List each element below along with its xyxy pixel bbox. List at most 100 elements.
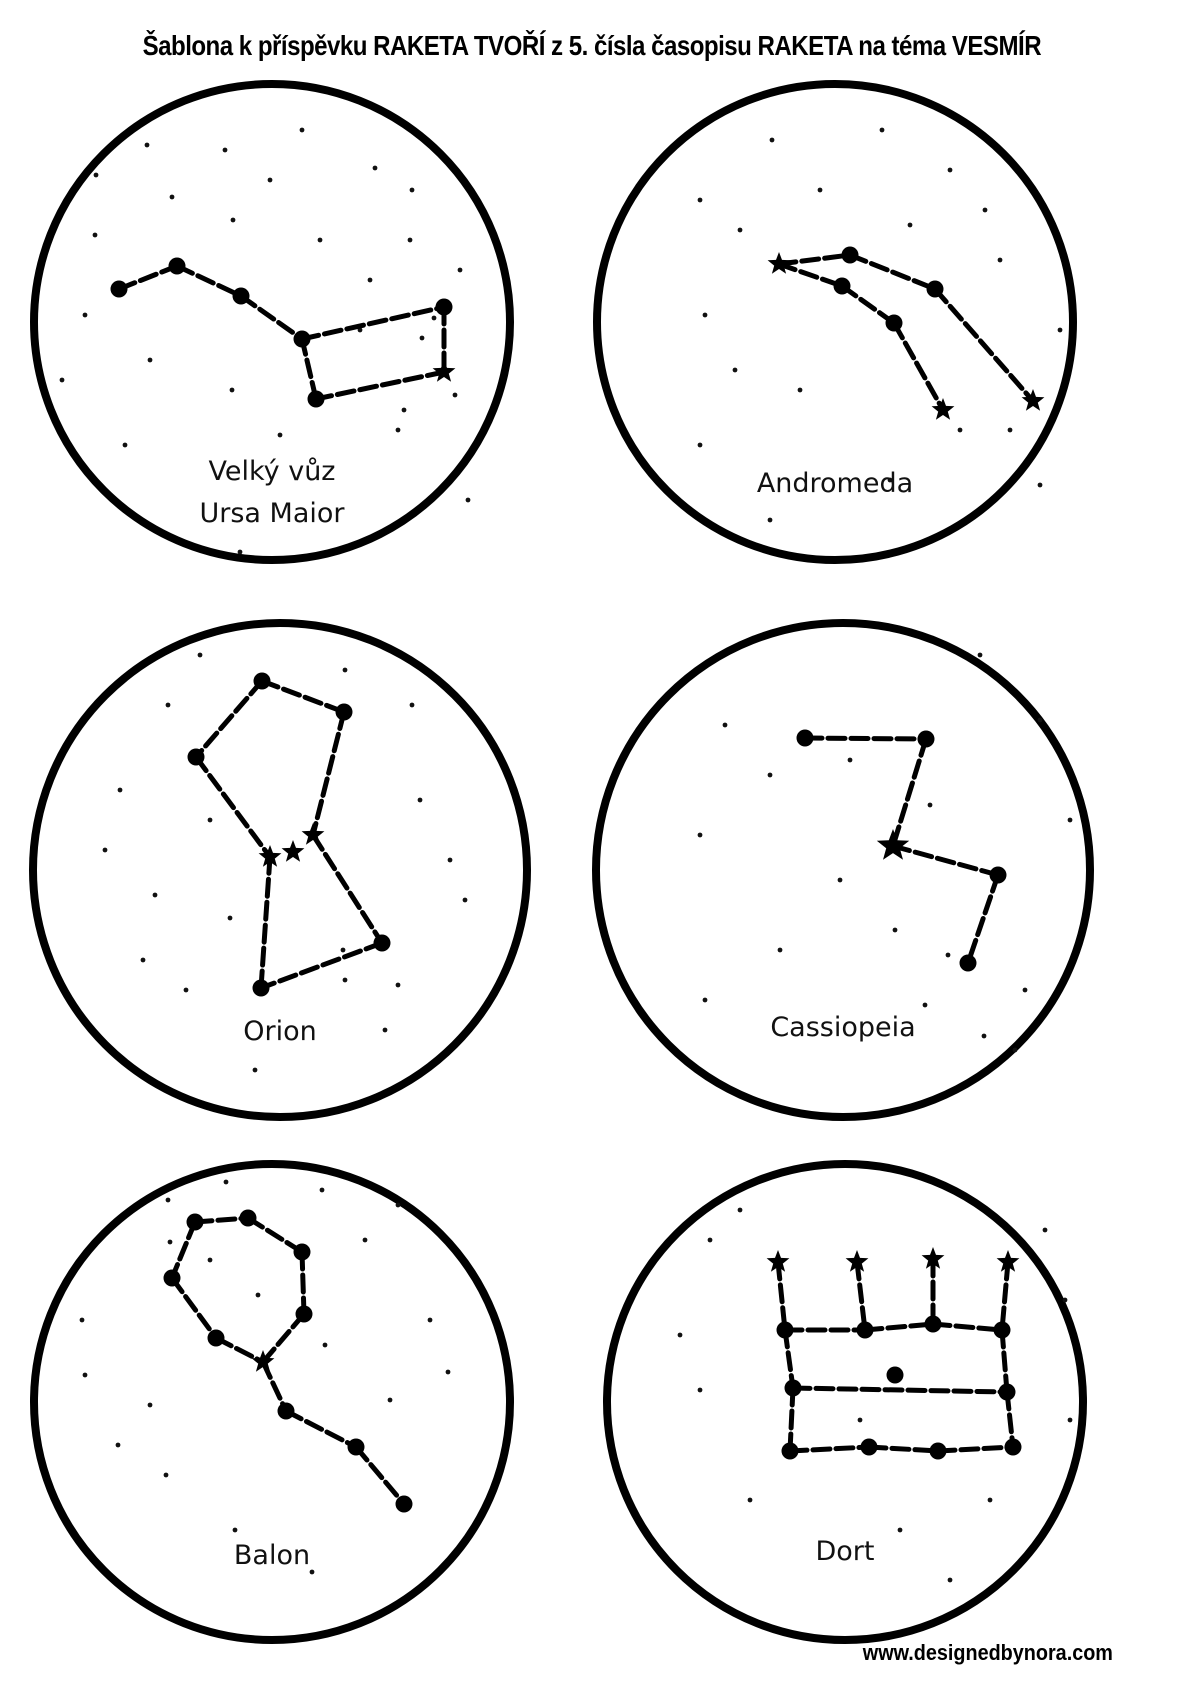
background-star-dot [722,722,728,728]
star-point [959,954,977,972]
background-star-dot [887,477,893,483]
background-star-dot [447,857,453,863]
constellation-line [299,304,447,342]
constellation-line [258,940,385,991]
star-icon [996,1250,1020,1272]
constellation-line [213,1335,266,1365]
constellation-line [259,678,347,715]
background-star-dot [169,194,175,200]
background-star-dot [237,549,243,555]
star-point [207,1329,225,1347]
background-star-dot [697,197,703,203]
constellation-line [1004,1389,1016,1450]
constellation-andromeda: Andromeda [593,80,1077,564]
constellation-line [169,1219,198,1281]
star-point [435,298,453,316]
background-star-dot [147,1402,153,1408]
background-star-dot [707,1237,713,1243]
background-star-dot [317,237,323,243]
background-star-dot [409,702,415,708]
constellation-line [802,735,929,742]
star-icon [845,1250,869,1272]
background-star-dot [401,407,407,413]
background-star-dot [229,387,235,393]
background-star-dot [857,1417,863,1423]
constellation-circle [592,619,1094,1121]
constellation-line [310,709,347,838]
constellation-line [169,1275,219,1341]
constellation-circle [29,619,531,1121]
star-point [232,287,250,305]
background-star-dot [163,1472,169,1478]
background-star-dot [732,367,738,373]
constellation-line [245,1215,305,1255]
star-point [347,1438,365,1456]
background-star-dot [252,1067,258,1073]
constellation-line [116,263,180,292]
footer-url: www.designedbynora.com [862,1640,1113,1665]
constellation-line [313,369,447,402]
background-star-dot [747,1497,753,1503]
constellation-line [174,263,244,299]
background-star-dot [232,1527,238,1533]
background-star-dot [230,217,236,223]
star-point [841,246,859,264]
background-star-dot [255,1292,261,1298]
background-star-dot [197,652,203,658]
star-point [796,729,814,747]
star-point [293,1243,311,1261]
constellation-line [260,1311,307,1365]
background-star-dot [417,797,423,803]
background-star-dot [945,952,951,958]
constellation-line [930,1321,1005,1333]
background-star-dot [431,315,437,321]
background-star-dot [922,1002,928,1008]
constellation-line [782,1327,796,1391]
star-point [373,934,391,952]
background-star-dot [892,927,898,933]
background-star-dot [82,312,88,318]
background-star-dot [1022,987,1028,993]
background-star-dot [777,947,783,953]
background-star-dot [847,757,853,763]
star-icon [1021,389,1045,411]
constellation-line [238,293,305,342]
background-star-dot [927,802,933,808]
constellation-line [891,320,946,413]
constellation-line [999,1327,1010,1395]
background-star-dot [465,497,471,503]
constellation-circle [30,80,514,564]
background-star-dot [1042,1227,1048,1233]
constellation-line [299,336,319,402]
background-star-dot [222,147,228,153]
constellation-line [193,678,265,760]
background-star-dot [395,1202,401,1208]
constellation-label: Ursa Maior [199,498,345,529]
background-star-dot [1067,817,1073,823]
background-star-dot [387,1397,393,1403]
background-star-dot [702,312,708,318]
constellation-circle [593,80,1077,564]
background-star-dot [987,1497,993,1503]
background-star-dot [1012,1047,1018,1053]
star-point [926,280,944,298]
background-star-dot [277,432,283,438]
constellation-line [847,252,938,292]
background-star-dot [697,832,703,838]
background-star-dot [165,1197,171,1203]
star-point [781,1442,799,1460]
background-star-dot [947,1577,953,1583]
constellation-cassiopeia: Cassiopeia [592,619,1094,1121]
star-point [110,280,128,298]
constellation-line [862,1321,936,1333]
star-point [860,1438,878,1456]
constellation-circle [30,1160,514,1644]
star-point [163,1269,181,1287]
constellation-label: Cassiopeia [770,1012,915,1043]
star-point [924,1315,942,1333]
background-star-dot [1007,427,1013,433]
background-star-dot [340,947,346,953]
background-star-dot [837,877,843,883]
